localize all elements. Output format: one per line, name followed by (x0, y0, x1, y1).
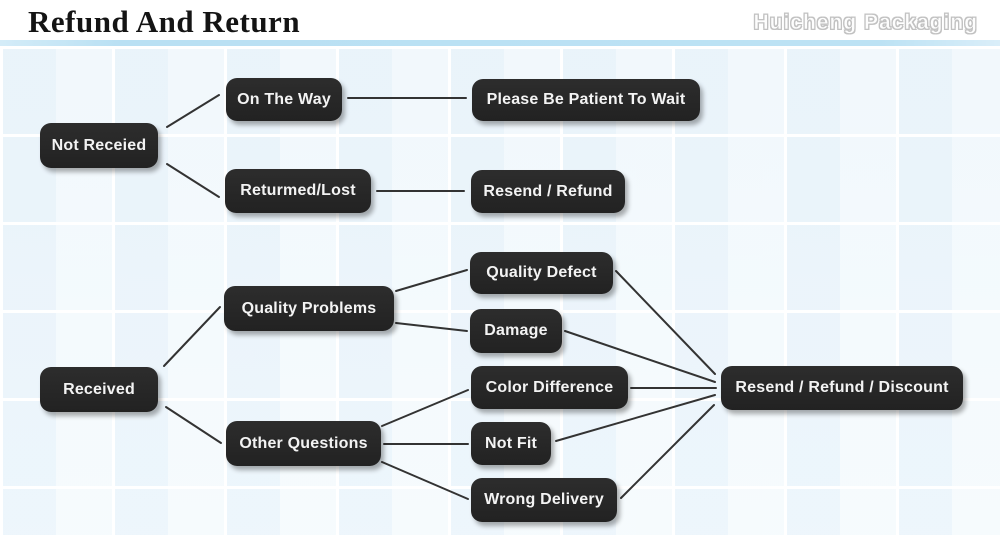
node-label: Resend / Refund / Discount (735, 379, 949, 396)
node-label: Quality Defect (486, 264, 597, 281)
node-label: Other Questions (239, 434, 368, 452)
node-wrong-delivery: Wrong Delivery (471, 478, 617, 522)
node-label: Please Be Patient To Wait (486, 91, 686, 108)
node-label: Damage (484, 322, 548, 339)
node-label: Quality Problems (241, 299, 377, 317)
node-please-be-patient: Please Be Patient To Wait (472, 79, 700, 121)
brand-logo-text: Huicheng Packaging (753, 11, 978, 35)
node-label: Not Receied (51, 136, 147, 154)
node-label: Resend / Refund (483, 182, 613, 200)
header-divider (0, 40, 1000, 46)
node-label: Not Fit (484, 434, 538, 452)
node-label: On The Way (237, 90, 331, 108)
page-title: Refund And Return (28, 4, 301, 39)
node-not-fit: Not Fit (471, 422, 551, 465)
node-not-received: Not Receied (40, 123, 158, 168)
node-returned-lost: Returmed/Lost (225, 169, 371, 213)
header: Refund And Return Huicheng Packaging (0, 0, 1000, 40)
node-color-difference: Color Difference (471, 366, 628, 409)
node-label: Received (63, 380, 135, 398)
node-received: Received (40, 367, 158, 412)
node-label: Returmed/Lost (240, 182, 356, 199)
node-label: Color Difference (485, 378, 614, 396)
node-label: Wrong Delivery (484, 491, 604, 508)
node-on-the-way: On The Way (226, 78, 342, 121)
node-quality-problems: Quality Problems (224, 286, 394, 331)
node-resend-refund-discount: Resend / Refund / Discount (721, 366, 963, 410)
node-quality-defect: Quality Defect (470, 252, 613, 294)
node-resend-refund: Resend / Refund (471, 170, 625, 213)
node-other-questions: Other Questions (226, 421, 381, 466)
node-damage: Damage (470, 309, 562, 353)
